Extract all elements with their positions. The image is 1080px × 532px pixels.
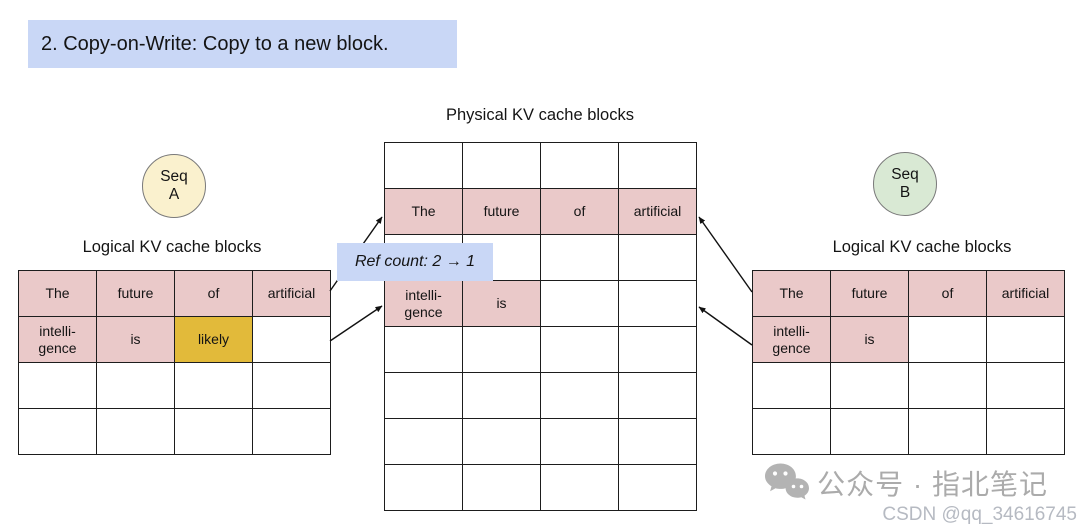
kv-cache-cell <box>618 418 697 465</box>
kv-cache-cell <box>540 142 619 189</box>
table-row <box>18 408 331 455</box>
kv-cache-cell: intelli- gence <box>752 316 831 363</box>
csdn-watermark-text: CSDN @qq_34616745 <box>882 504 1077 525</box>
kv-cache-cell: is <box>830 316 909 363</box>
kv-cache-cell <box>96 408 175 455</box>
arrow-seq-b-block1-to-physical <box>698 306 753 346</box>
kv-cache-cell <box>618 326 697 373</box>
kv-cache-cell: intelli- gence <box>384 280 463 327</box>
kv-cache-cell <box>252 362 331 409</box>
kv-cache-cell <box>384 372 463 419</box>
logical-kv-heading-a: Logical KV cache blocks <box>82 238 262 256</box>
kv-cache-cell <box>830 408 909 455</box>
kv-cache-cell <box>618 234 697 281</box>
slide-title: 2. Copy-on-Write: Copy to a new block. <box>28 20 457 68</box>
kv-cache-cell <box>540 372 619 419</box>
kv-cache-cell <box>618 464 697 511</box>
kv-cache-cell: The <box>384 188 463 235</box>
kv-cache-cell: The <box>752 270 831 317</box>
kv-cache-cell <box>908 362 987 409</box>
kv-cache-cell <box>462 326 541 373</box>
kv-cache-cell: of <box>908 270 987 317</box>
table-row <box>384 464 697 511</box>
wechat-watermark-row: 公众号 · 指北笔记 <box>763 462 1048 504</box>
kv-cache-cell <box>18 362 97 409</box>
arrow-seq-a-block1-to-physical <box>329 305 383 342</box>
kv-cache-cell <box>986 362 1065 409</box>
kv-cache-cell <box>540 464 619 511</box>
kv-cache-cell: artificial <box>986 270 1065 317</box>
kv-cache-cell <box>830 362 909 409</box>
table-row <box>752 362 1065 409</box>
kv-cache-cell: artificial <box>252 270 331 317</box>
kv-cache-cell <box>384 142 463 189</box>
kv-cache-cell <box>752 408 831 455</box>
kv-cache-cell <box>986 316 1065 363</box>
kv-cache-cell: is <box>462 280 541 327</box>
table-row <box>384 372 697 419</box>
seq-a-badge: Seq A <box>142 154 206 218</box>
kv-cache-cell <box>462 418 541 465</box>
kv-cache-cell <box>540 234 619 281</box>
physical-kv-heading: Physical KV cache blocks <box>445 106 634 124</box>
kv-cache-cell <box>540 280 619 327</box>
kv-cache-cell: of <box>540 188 619 235</box>
kv-cache-cell: intelli- gence <box>18 316 97 363</box>
seq-b-badge: Seq B <box>873 152 937 216</box>
kv-cache-cell <box>618 280 697 327</box>
table-row <box>384 418 697 465</box>
kv-cache-cell <box>252 408 331 455</box>
kv-cache-cell <box>618 142 697 189</box>
kv-cache-cell <box>462 142 541 189</box>
kv-cache-cell: likely <box>174 316 253 363</box>
kv-cache-cell <box>384 418 463 465</box>
kv-cache-cell: future <box>462 188 541 235</box>
kv-cache-cell <box>96 362 175 409</box>
kv-cache-cell <box>540 326 619 373</box>
kv-cache-cell: of <box>174 270 253 317</box>
kv-cache-cell <box>174 362 253 409</box>
kv-cache-cell <box>752 362 831 409</box>
kv-cache-cell <box>908 316 987 363</box>
kv-cache-cell: future <box>830 270 909 317</box>
ref-count-label: Ref count: 2 → 1 <box>337 243 493 281</box>
kv-cache-cell <box>540 418 619 465</box>
kv-cache-cell <box>384 464 463 511</box>
kv-cache-cell <box>618 372 697 419</box>
kv-cache-cell: future <box>96 270 175 317</box>
kv-cache-cell <box>384 326 463 373</box>
kv-cache-cell <box>908 408 987 455</box>
kv-cache-cell: is <box>96 316 175 363</box>
kv-cache-cell <box>174 408 253 455</box>
kv-cache-cell: artificial <box>618 188 697 235</box>
kv-cache-cell <box>252 316 331 363</box>
kv-cache-cell <box>18 408 97 455</box>
table-row <box>752 408 1065 455</box>
kv-cache-cell: The <box>18 270 97 317</box>
logical-kv-heading-b: Logical KV cache blocks <box>832 238 1012 256</box>
wechat-icon <box>765 463 810 500</box>
kv-cache-cell <box>986 408 1065 455</box>
table-row <box>384 326 697 373</box>
wechat-watermark-text: 公众号 · 指北笔记 <box>817 469 1048 500</box>
arrow-seq-b-block0-to-physical <box>698 216 753 293</box>
kv-cache-cell <box>462 372 541 419</box>
table-row <box>18 362 331 409</box>
table-row <box>384 142 697 189</box>
kv-cache-cell <box>462 464 541 511</box>
